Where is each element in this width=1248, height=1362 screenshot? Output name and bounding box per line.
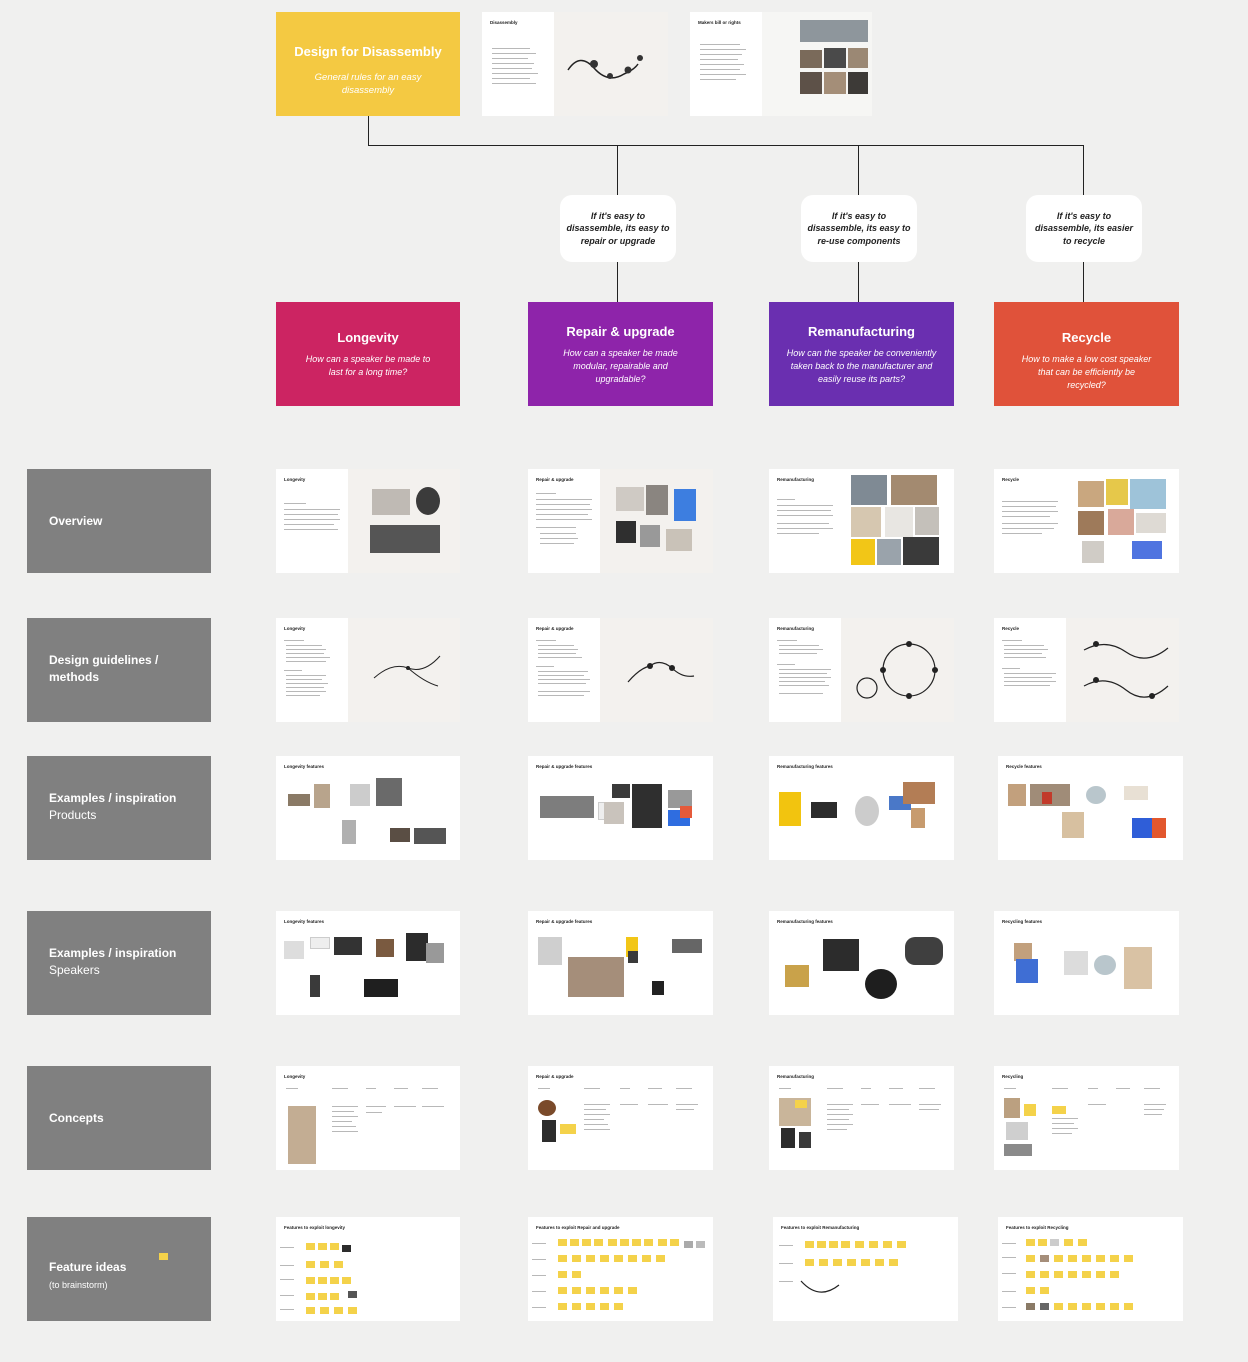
- category-subtitle: How can a speaker be made modular, repai…: [563, 348, 678, 384]
- frame-title: Recycle features: [1006, 764, 1042, 769]
- category-recycle[interactable]: Recycle How to make a low cost speaker t…: [994, 302, 1179, 406]
- bubble-repair[interactable]: If it's easy to disassemble, its easy to…: [560, 195, 676, 262]
- disassembly-frame[interactable]: Disassembly: [482, 12, 668, 116]
- guidelines-frame-remanufacturing[interactable]: Remanufacturing: [769, 618, 954, 722]
- frame-title: Recycling: [1002, 1074, 1024, 1079]
- guidelines-frame-repair[interactable]: Repair & upgrade: [528, 618, 713, 722]
- category-subtitle: How to make a low cost speaker that can …: [1021, 354, 1152, 390]
- frame-title: Features to exploit longevity: [284, 1225, 346, 1230]
- row-subtitle: Products: [49, 808, 97, 822]
- speakers-frame-recycle[interactable]: Recycling features: [994, 911, 1179, 1015]
- frame-title: Repair & upgrade: [536, 477, 574, 482]
- row-design-guidelines[interactable]: Design guidelines / methods: [27, 618, 211, 722]
- row-subtitle: (to brainstorm): [49, 1280, 108, 1290]
- frame-title: Longevity features: [284, 919, 325, 924]
- root-title: Design for Disassembly: [294, 44, 442, 59]
- row-subtitle: Speakers: [49, 963, 100, 977]
- category-title: Recycle: [1061, 330, 1112, 345]
- features-frame-recycle[interactable]: Features to exploit Recycling: [998, 1217, 1183, 1321]
- makers-photo: [800, 20, 868, 42]
- frame-title: Recycling features: [1002, 919, 1043, 924]
- row-title: Examples / inspiration: [49, 946, 177, 960]
- category-title: Longevity: [337, 330, 399, 345]
- frame-title: Recycle: [1002, 477, 1020, 482]
- products-frame-recycle[interactable]: Recycle features: [998, 756, 1183, 860]
- frame-title: Repair & upgrade features: [536, 764, 593, 769]
- frame-title: Longevity features: [284, 764, 325, 769]
- frame-title: Longevity: [284, 477, 306, 482]
- remanufacturing-feature-curve: [800, 1280, 840, 1293]
- frame-title: Remanufacturing: [777, 626, 815, 631]
- remanufacturing-cycle-diagram: [856, 641, 938, 699]
- frame-title: Repair & upgrade: [536, 1074, 574, 1079]
- guidelines-frame-longevity[interactable]: Longevity: [276, 618, 460, 722]
- frame-title: Longevity: [284, 626, 306, 631]
- concepts-frame-remanufacturing[interactable]: Remanufacturing: [769, 1066, 954, 1170]
- category-longevity[interactable]: Longevity How can a speaker be made to l…: [276, 302, 460, 406]
- disassembly-flow-diagram: [567, 55, 643, 79]
- recycle-flow-diagram: [1083, 641, 1169, 699]
- frame-title: Remanufacturing features: [777, 764, 833, 769]
- sticky-note[interactable]: [159, 1253, 168, 1260]
- category-title: Repair & upgrade: [566, 324, 675, 339]
- frame-title: Features to exploit Recycling: [1006, 1225, 1069, 1230]
- concepts-frame-recycle[interactable]: Recycling: [994, 1066, 1179, 1170]
- row-title: Feature ideas: [49, 1260, 127, 1274]
- row-title: Design guidelines / methods: [49, 653, 159, 684]
- frame-title: Recycle: [1002, 626, 1020, 631]
- root-card[interactable]: Design for Disassembly General rules for…: [276, 12, 460, 116]
- longevity-flow-diagram: [373, 655, 441, 687]
- overview-frame-repair[interactable]: Repair & upgrade: [528, 469, 713, 573]
- row-title: Examples / inspiration: [49, 791, 177, 805]
- speakers-frame-remanufacturing[interactable]: Remanufacturing features: [769, 911, 954, 1015]
- row-feature-ideas[interactable]: Feature ideas (to brainstorm): [27, 1217, 211, 1321]
- makers-frame[interactable]: Makers bill or rights: [690, 12, 872, 116]
- concepts-frame-longevity[interactable]: Longevity: [276, 1066, 460, 1170]
- frame-title: Features to exploit Repair and upgrade: [536, 1225, 620, 1230]
- frame-title: Remanufacturing: [777, 477, 815, 482]
- bubble-reuse[interactable]: If it's easy to disassemble, its easy to…: [801, 195, 917, 262]
- features-frame-longevity[interactable]: Features to exploit longevity: [276, 1217, 460, 1321]
- features-frame-repair[interactable]: Features to exploit Repair and upgrade: [528, 1217, 713, 1321]
- makers-frame-title: Makers bill or rights: [698, 20, 741, 25]
- features-frame-remanufacturing[interactable]: Features to exploit Remanufacturing: [773, 1217, 958, 1321]
- products-frame-longevity[interactable]: Longevity features: [276, 756, 460, 860]
- category-subtitle: How can a speaker be made to last for a …: [305, 354, 431, 377]
- frame-title: Longevity: [284, 1074, 306, 1079]
- row-concepts[interactable]: Concepts: [27, 1066, 211, 1170]
- frame-title: Repair & upgrade: [536, 626, 574, 631]
- category-repair-upgrade[interactable]: Repair & upgrade How can a speaker be ma…: [528, 302, 713, 406]
- speakers-frame-longevity[interactable]: Longevity features: [276, 911, 460, 1015]
- products-frame-remanufacturing[interactable]: Remanufacturing features: [769, 756, 954, 860]
- guidelines-frame-recycle[interactable]: Recycle: [994, 618, 1179, 722]
- disassembly-frame-title: Disassembly: [490, 20, 518, 25]
- overview-frame-longevity[interactable]: Longevity: [276, 469, 460, 573]
- frame-title: Remanufacturing features: [777, 919, 833, 924]
- row-title: Overview: [49, 514, 103, 528]
- concepts-frame-repair[interactable]: Repair & upgrade: [528, 1066, 713, 1170]
- root-subtitle: General rules for an easy disassembly: [314, 72, 422, 96]
- overview-frame-remanufacturing[interactable]: Remanufacturing: [769, 469, 954, 573]
- row-title: Concepts: [49, 1111, 104, 1125]
- frame-title: Repair & upgrade features: [536, 919, 593, 924]
- products-frame-repair[interactable]: Repair & upgrade features: [528, 756, 713, 860]
- speakers-frame-repair[interactable]: Repair & upgrade features: [528, 911, 713, 1015]
- frame-title: Features to exploit Remanufacturing: [781, 1225, 860, 1230]
- repair-flow-diagram: [627, 661, 695, 683]
- category-remanufacturing[interactable]: Remanufacturing How can the speaker be c…: [769, 302, 954, 406]
- bubble-recycle[interactable]: If it's easy to disassemble, its easier …: [1026, 195, 1142, 262]
- category-subtitle: How can the speaker be conveniently take…: [786, 348, 937, 384]
- row-overview[interactable]: Overview: [27, 469, 211, 573]
- overview-frame-recycle[interactable]: Recycle: [994, 469, 1179, 573]
- frame-title: Remanufacturing: [777, 1074, 815, 1079]
- category-title: Remanufacturing: [808, 324, 915, 339]
